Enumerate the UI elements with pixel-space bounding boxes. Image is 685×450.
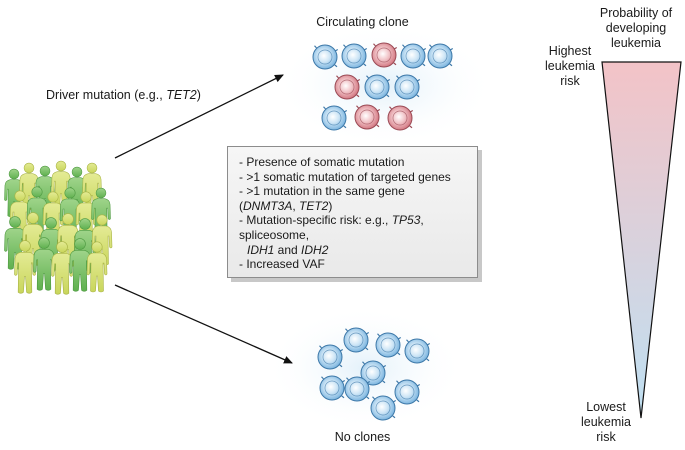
- risk-item-same-gene: - >1 mutation in the same gene (DNMT3A, …: [239, 184, 405, 213]
- risk-item-somatic: - Presence of somatic mutation: [239, 155, 405, 169]
- person-silhouette: [86, 241, 108, 293]
- circulating-clone-title: Circulating clone: [316, 15, 409, 29]
- risk-item-targeted: - >1 somatic mutation of targeted genes: [239, 169, 451, 184]
- normal-cell: [404, 338, 431, 364]
- circulating-clone-cells: [312, 42, 454, 131]
- normal-cell: [317, 344, 344, 370]
- normal-cell: [319, 375, 346, 401]
- person-silhouette: [51, 241, 73, 295]
- mutant-cell: [371, 42, 398, 68]
- no-clone-cells: [317, 327, 431, 421]
- probability-title: Probability of developing leukemia: [599, 6, 673, 50]
- arrow-to-circulating-clone: [114, 74, 284, 159]
- normal-cell: [375, 332, 402, 358]
- population-group: [4, 160, 113, 295]
- normal-cell: [312, 44, 339, 70]
- normal-cell: [343, 327, 370, 353]
- normal-cell: [394, 379, 421, 405]
- risk-gradient-wedge: [601, 61, 682, 419]
- normal-cell: [364, 74, 391, 100]
- normal-cell: [394, 74, 421, 100]
- normal-cell: [400, 43, 427, 69]
- risk-factors-box: - Presence of somatic mutation - >1 soma…: [227, 146, 478, 278]
- lowest-risk-label: Lowest leukemia risk: [580, 400, 632, 444]
- highest-risk-label: Highest leukemia risk: [544, 44, 596, 88]
- mutant-cell: [334, 74, 361, 100]
- driver-mutation-label: Driver mutation (e.g., TET2): [46, 88, 201, 102]
- risk-item-vaf: - Increased VAF: [239, 257, 325, 272]
- person-silhouette: [14, 240, 36, 294]
- risk-item-mutation-specific: - Mutation-specific risk: e.g., TP53, sp…: [239, 213, 424, 257]
- arrow-to-no-clones: [114, 284, 293, 364]
- normal-cell: [370, 395, 397, 421]
- normal-cell: [360, 360, 387, 386]
- no-clones-title: No clones: [334, 430, 391, 444]
- normal-cell: [321, 105, 348, 131]
- person-silhouette: [33, 237, 55, 291]
- normal-cell: [427, 43, 454, 69]
- person-silhouette: [69, 238, 91, 292]
- normal-cell: [344, 376, 371, 402]
- mutant-cell: [354, 104, 381, 130]
- mutant-cell: [387, 105, 414, 131]
- normal-cell: [341, 43, 368, 69]
